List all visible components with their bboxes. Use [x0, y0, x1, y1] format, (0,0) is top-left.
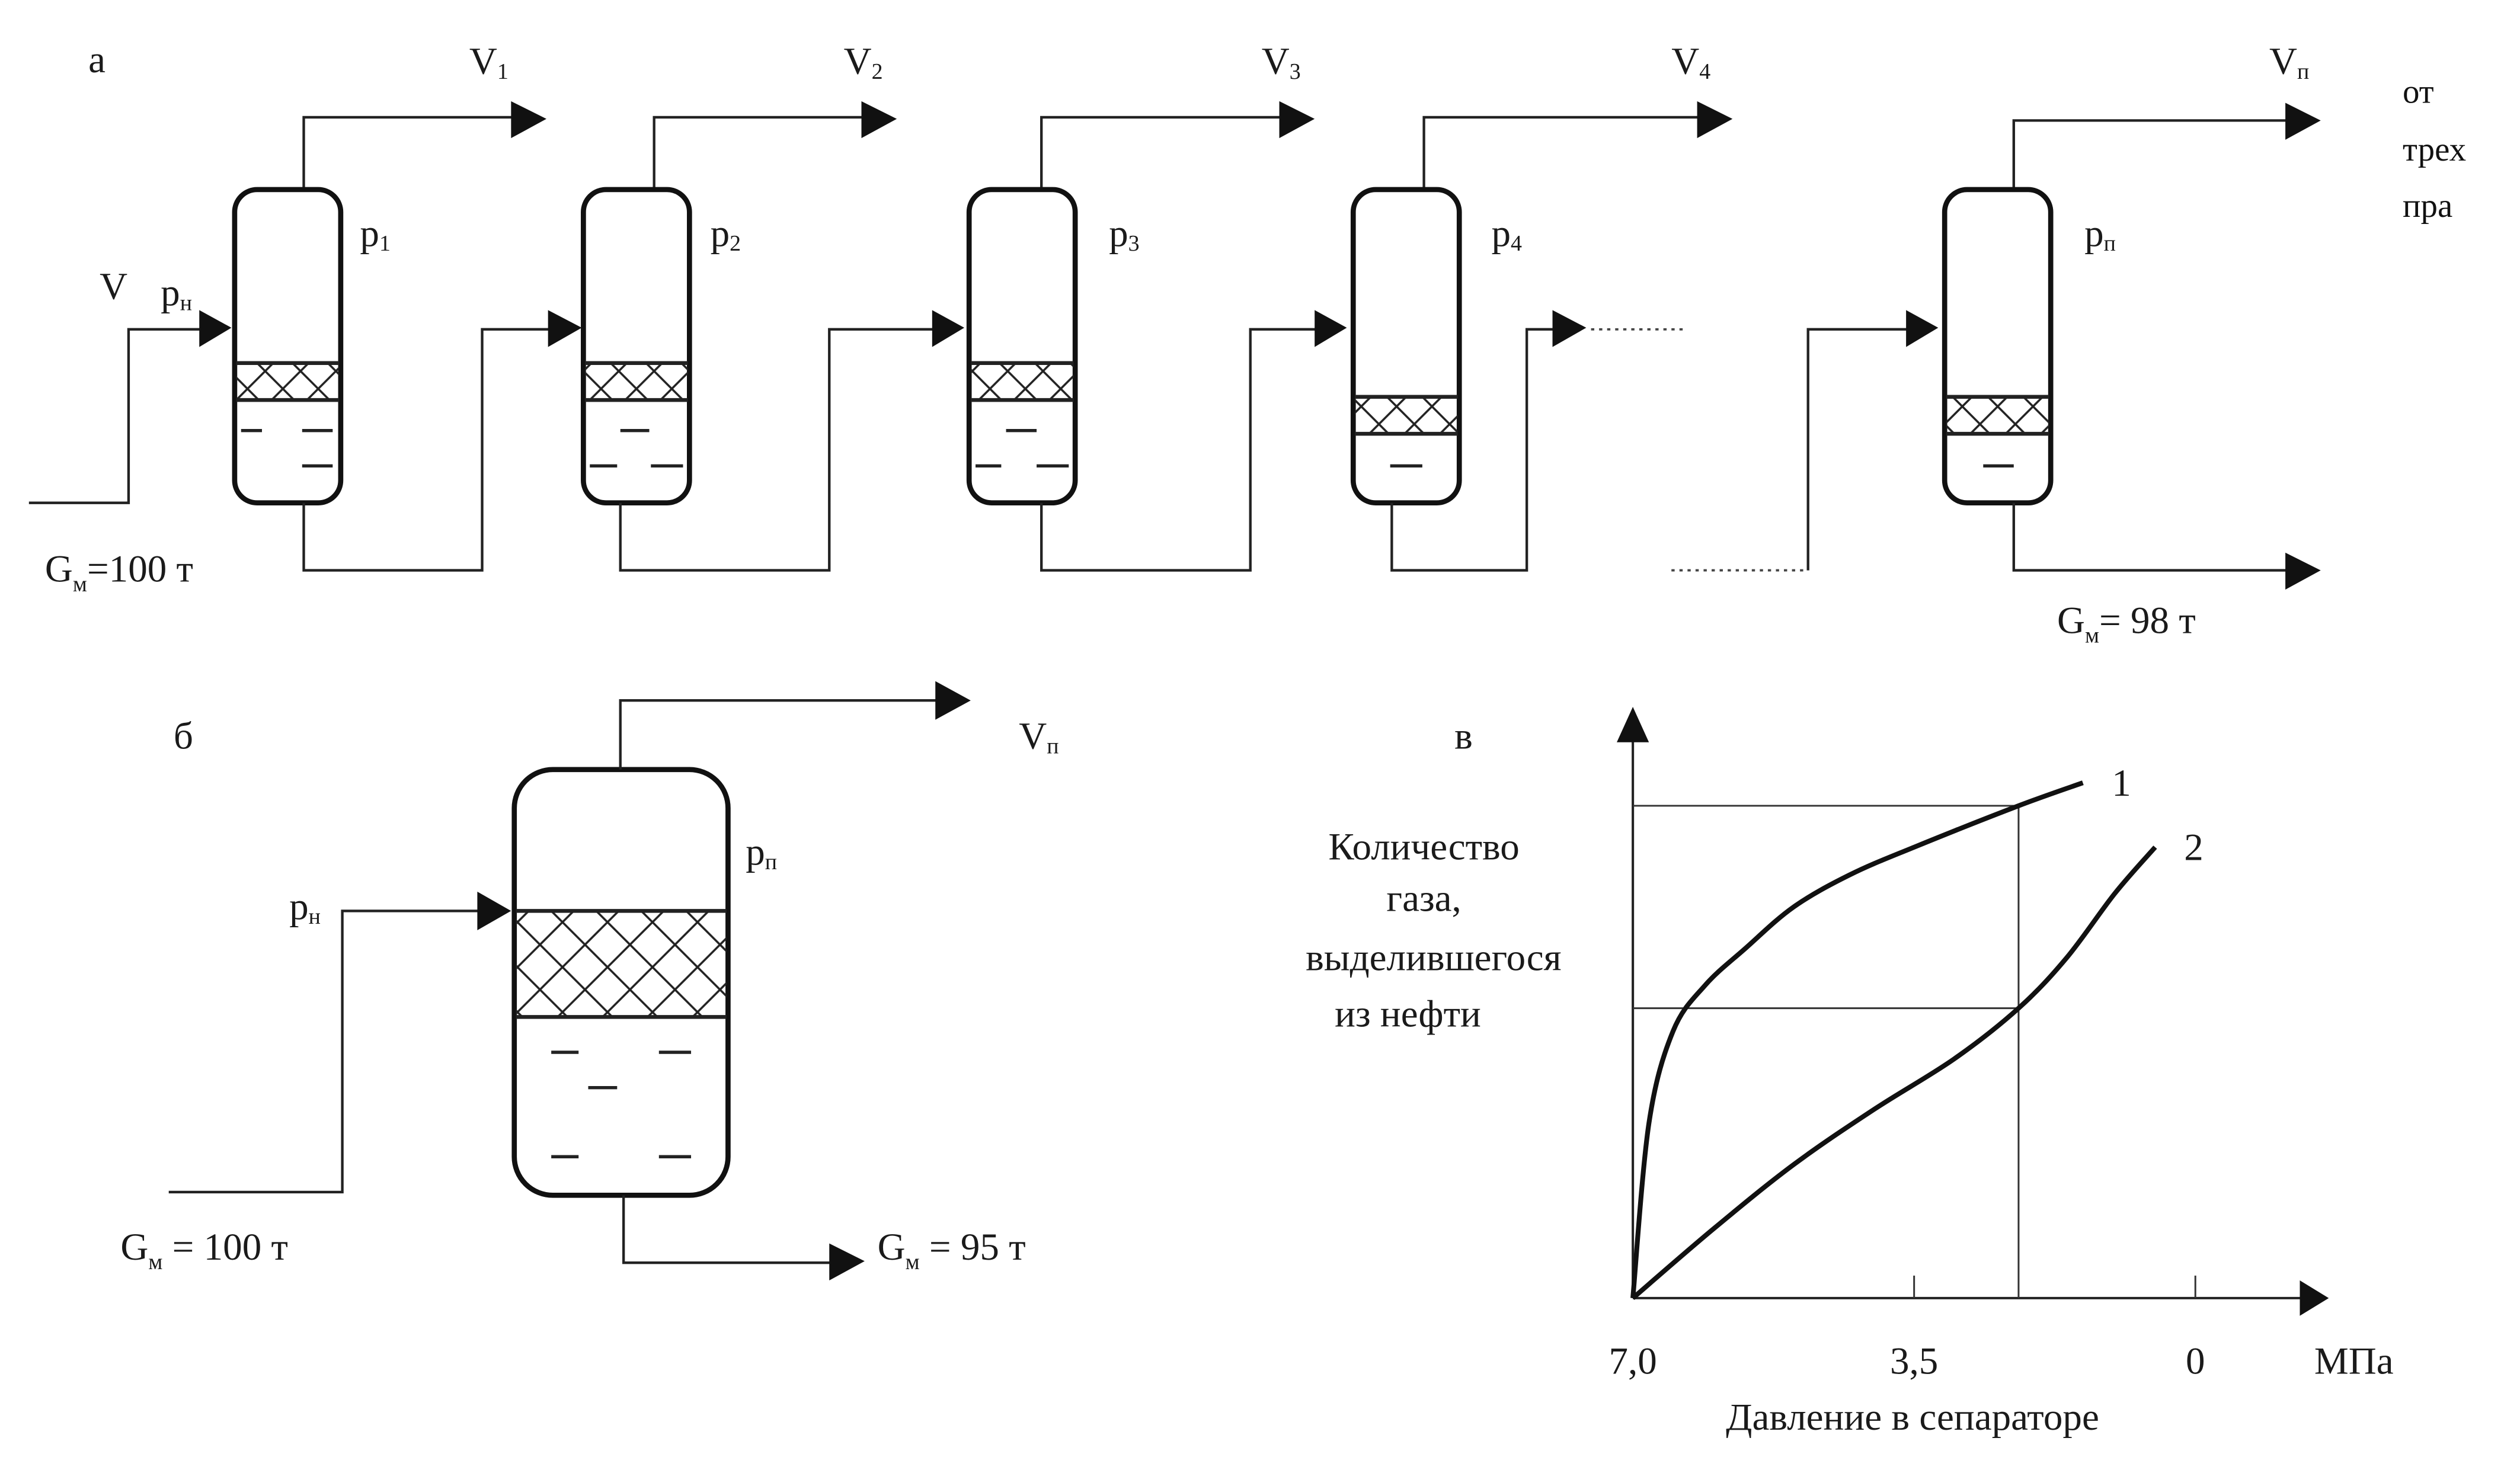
x-axis-label: Давление в сепараторе — [1726, 1396, 2099, 1439]
reference-lines — [1633, 805, 2020, 1298]
inlet-arrow-icon — [199, 310, 232, 347]
liquid-transfer-arrow-icon — [1315, 310, 1347, 347]
liquid-transfer-arrow-icon — [548, 310, 582, 347]
vessel-pressure-label: pп — [746, 831, 777, 875]
panel-v-chart: в Количество газа, выделившегося из нефт… — [1306, 707, 2394, 1439]
inlet-mass-label: Gм=100 т — [45, 548, 193, 597]
separator-stage-4: V4 p4 — [1350, 40, 1803, 572]
panel-a-label: а — [88, 39, 105, 81]
separator-vessel — [1350, 187, 1462, 506]
axes — [1617, 707, 2329, 1316]
gas-outlet-arrow-icon — [511, 101, 546, 139]
gas-outlet-arrow-icon — [935, 681, 971, 720]
panel-a: а V pн Gм=100 т V1 p1 V2 — [28, 39, 2466, 648]
inlet-pressure-label: pн — [289, 885, 321, 929]
x-ticks: 7,0 3,5 0 — [1608, 1275, 2205, 1382]
stage-2-gas-label: V2 — [844, 40, 883, 84]
stage-4-pressure-label: p4 — [1491, 212, 1522, 256]
svg-text:пра: пра — [2403, 187, 2452, 225]
mesh-pad — [516, 911, 727, 1017]
x-tick-label: 3,5 — [1890, 1340, 1938, 1382]
stage-1-gas-label: V1 — [469, 40, 509, 84]
separator-vessel — [1942, 187, 2054, 506]
stage-n-gas-label: Vп — [2269, 40, 2309, 84]
mesh-pad — [236, 363, 340, 401]
svg-text:трех: трех — [2403, 131, 2466, 168]
y-axis-label: Количество газа, выделившегося из нефти — [1306, 826, 1561, 1036]
x-tick-label: 0 — [2186, 1340, 2205, 1382]
mesh-pad — [1946, 396, 2049, 434]
mesh-pad — [585, 363, 688, 401]
series-1-label: 1 — [2112, 762, 2131, 805]
liquid-transfer-arrow-icon — [932, 310, 965, 347]
separator-vessel — [232, 187, 344, 506]
stage-3-gas-label: V3 — [1262, 40, 1301, 84]
stage-3-pressure-label: p3 — [1109, 212, 1140, 256]
inlet-stream: V pн Gм=100 т — [28, 265, 232, 597]
svg-text:из нефти: из нефти — [1335, 993, 1481, 1036]
series-2-label: 2 — [2184, 827, 2204, 869]
x-axis-arrow-icon — [2300, 1280, 2329, 1316]
series-2-line — [1631, 846, 2157, 1300]
gas-outlet-arrow-icon — [2285, 103, 2321, 140]
separator-stage-1: V1 p1 — [232, 40, 582, 572]
liquid-transfer-arrow-icon — [1552, 310, 1587, 347]
x-unit-label: МПа — [2314, 1340, 2394, 1382]
separator-vessel — [966, 187, 1078, 506]
separator-stage-n: Vп pп Gм= 98 т — [1806, 40, 2321, 648]
liquid-transfer-arrow-icon — [1906, 310, 1939, 347]
svg-text:от: от — [2403, 73, 2434, 111]
oil-outlet-arrow-icon — [829, 1243, 865, 1281]
side-text-fragment: от трех пра — [2403, 73, 2466, 225]
gas-outlet-label: Vп — [1019, 715, 1058, 759]
separator-vessel — [581, 187, 692, 506]
y-axis-arrow-icon — [1617, 707, 1649, 742]
svg-text:Количество: Количество — [1328, 826, 1519, 869]
mesh-pad — [970, 363, 1074, 401]
inlet-gas-label: V — [100, 265, 127, 308]
stage-n-pressure-label: pп — [2084, 212, 2116, 256]
outlet-mass-label: Gм= 98 т — [2057, 599, 2196, 648]
inlet-mass-label: Gм = 100 т — [120, 1226, 288, 1274]
svg-text:выделившегося: выделившегося — [1306, 937, 1561, 979]
panel-b: б pн pп Vп Gм = 100 т Gм = 95 т — [120, 681, 1059, 1281]
stage-1-pressure-label: p1 — [360, 212, 391, 256]
separator-stage-2: V2 p2 — [581, 40, 965, 572]
oil-outlet-arrow-icon — [2285, 552, 2321, 590]
panel-b-label: б — [174, 715, 193, 758]
series-1-line — [1630, 780, 2084, 1299]
mesh-pad — [1354, 396, 1458, 434]
panel-v-label: в — [1454, 715, 1473, 758]
gas-outlet-arrow-icon — [1697, 101, 1733, 139]
svg-text:газа,: газа, — [1386, 877, 1461, 920]
separator-stage-3: V3 p3 — [966, 40, 1347, 572]
stage-4-gas-label: V4 — [1671, 40, 1710, 84]
inlet-arrow-icon — [477, 891, 511, 930]
inlet-pressure-label: pн — [161, 271, 192, 315]
stage-2-pressure-label: p2 — [711, 212, 741, 256]
x-tick-label: 7,0 — [1608, 1340, 1656, 1382]
outlet-mass-label: Gм = 95 т — [878, 1226, 1026, 1274]
gas-outlet-arrow-icon — [861, 101, 897, 139]
gas-outlet-arrow-icon — [1279, 101, 1315, 139]
series-group: 12 — [1630, 762, 2204, 1300]
